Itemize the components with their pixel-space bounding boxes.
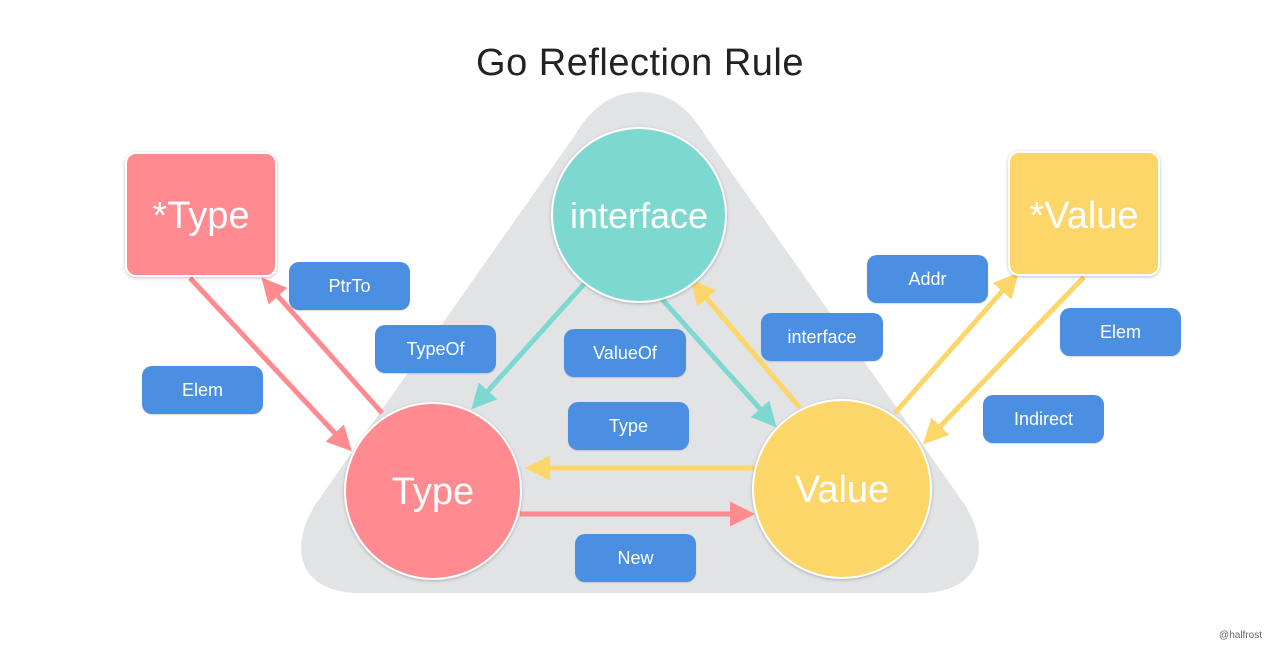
arrow-addr-value-to-ptrvalue — [893, 272, 1019, 415]
node-ptr-value: *Value — [1008, 151, 1160, 276]
edge-label-interface: interface — [761, 313, 883, 361]
arrow-ptrto-type-to-ptrtype — [261, 277, 384, 415]
edge-label-elem-left: Elem — [142, 366, 263, 414]
edge-label-addr: Addr — [867, 255, 988, 303]
node-type: Type — [344, 402, 522, 580]
edge-label-ptrto: PtrTo — [289, 262, 410, 310]
arrow-typeof-interface-to-type — [471, 281, 587, 410]
edge-label-elem-right: Elem — [1060, 308, 1181, 356]
node-ptr-type: *Type — [125, 152, 277, 277]
node-interface: interface — [551, 127, 727, 303]
arrow-valueof-interface-to-value — [658, 295, 777, 428]
node-ptr-value-label: *Value — [1029, 195, 1138, 237]
arrow-interface-value-to-interface — [690, 279, 802, 410]
page-title: Go Reflection Rule — [476, 42, 804, 84]
node-interface-label: interface — [570, 195, 708, 236]
author-credit: @halfrost — [1219, 630, 1262, 641]
arrow-elem-ptrtype-to-type — [188, 276, 352, 452]
edge-label-type: Type — [568, 402, 689, 450]
node-value-label: Value — [795, 469, 889, 511]
edge-label-new: New — [575, 534, 696, 582]
edge-label-indirect: Indirect — [983, 395, 1104, 443]
arrow-elem-ptrvalue-to-value — [923, 275, 1086, 445]
node-type-label: Type — [392, 471, 474, 513]
node-value: Value — [752, 399, 932, 579]
node-ptr-type-label: *Type — [152, 195, 249, 237]
edge-label-typeof: TypeOf — [375, 325, 496, 373]
edge-label-valueof: ValueOf — [564, 329, 686, 377]
